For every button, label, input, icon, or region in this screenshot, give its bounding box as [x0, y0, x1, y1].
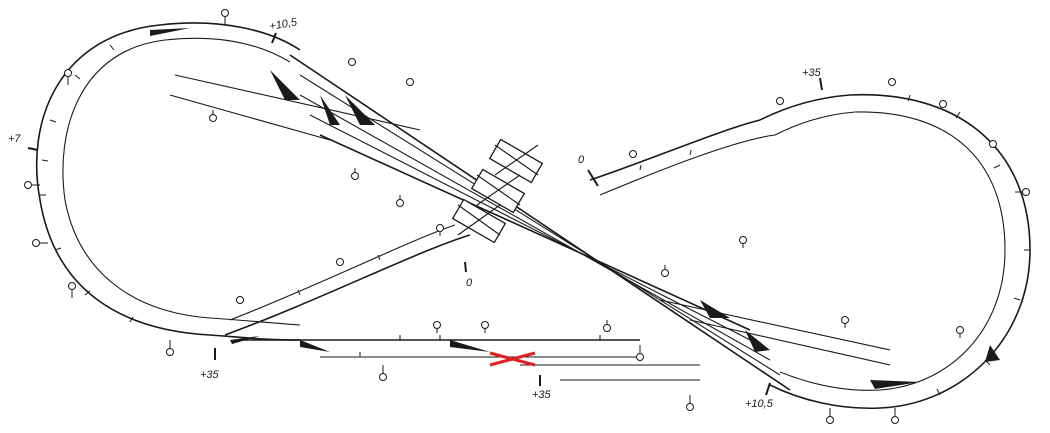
right-loop [759, 93, 1031, 410]
signal [24, 181, 40, 189]
elevation-label-center-zero: 0 [578, 154, 585, 166]
platform-top [488, 138, 544, 184]
signal [956, 326, 964, 338]
elevation-markers [27, 32, 823, 396]
elevation-label-bottom-right: +10,5 [745, 398, 774, 410]
station-platforms [451, 138, 544, 244]
signal [64, 69, 72, 85]
signal [888, 78, 896, 86]
signal [406, 78, 414, 86]
signal [661, 265, 669, 277]
signal [32, 239, 48, 247]
signal [336, 258, 344, 266]
signal [348, 58, 356, 66]
station-diagonal-tracks [169, 54, 891, 391]
signal [939, 100, 947, 108]
signal [351, 168, 359, 180]
switch-wedges [150, 28, 1000, 389]
elevation-labels: +10,5 +7 +35 0 0 +35 +35 +10,5 [8, 16, 822, 410]
signal [989, 140, 997, 148]
signal [603, 320, 611, 332]
platform-bottom [451, 198, 507, 244]
elevation-label-lower-zero: 0 [466, 277, 473, 289]
elevation-label-bottom-left: +35 [200, 369, 220, 381]
signal [891, 408, 899, 424]
signal [396, 195, 404, 207]
signal [776, 97, 784, 105]
signal [221, 9, 229, 25]
track-ticks [40, 44, 1030, 396]
signal [636, 345, 644, 361]
elevation-label-bottom-center: +35 [532, 389, 552, 401]
signals [24, 9, 1030, 424]
signal [629, 150, 637, 158]
signal [1015, 188, 1030, 196]
platform-middle [470, 168, 526, 214]
signal [739, 236, 747, 248]
signal [433, 321, 441, 333]
left-loop [36, 22, 301, 341]
crossing-line [224, 119, 776, 336]
signal [209, 110, 217, 122]
signal [841, 316, 849, 328]
signal [436, 224, 444, 236]
signal [68, 282, 76, 298]
signal [481, 321, 489, 333]
signal [166, 340, 174, 356]
signal [379, 365, 387, 381]
highlighted-crossover-b [489, 351, 536, 367]
elevation-label-upper-right: +35 [802, 67, 822, 79]
signal [686, 395, 694, 411]
signal [236, 296, 244, 304]
signal [826, 408, 834, 424]
elevation-label-left-side: +7 [8, 133, 21, 145]
elevation-label-upper-left-top: +10,5 [268, 16, 298, 33]
